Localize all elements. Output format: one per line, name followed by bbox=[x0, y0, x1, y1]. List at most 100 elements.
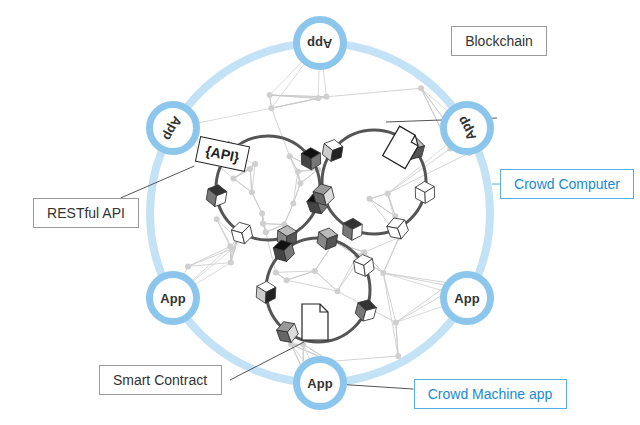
node-text: Blockchain bbox=[465, 33, 533, 49]
mesh-line bbox=[271, 108, 289, 156]
mesh-dot bbox=[230, 246, 236, 252]
mesh-dot bbox=[334, 288, 340, 294]
mesh-dot bbox=[287, 153, 293, 159]
mesh-line bbox=[250, 169, 252, 192]
mesh-dot bbox=[290, 200, 296, 206]
node-text: Crowd Machine app bbox=[428, 386, 553, 402]
block-cube bbox=[316, 226, 338, 251]
mesh-line bbox=[252, 192, 262, 213]
mesh-line bbox=[383, 273, 396, 323]
mesh-line bbox=[369, 199, 395, 216]
block-cube bbox=[354, 297, 378, 323]
mesh-line bbox=[287, 271, 315, 280]
block-cube bbox=[342, 218, 362, 241]
mesh-dot bbox=[315, 95, 321, 101]
smart-contract-document bbox=[302, 304, 328, 340]
mesh-line bbox=[315, 271, 338, 291]
mesh-dot bbox=[273, 269, 279, 275]
mesh-line bbox=[383, 273, 398, 356]
app-circle: App bbox=[293, 356, 347, 410]
callout-box: Crowd Machine app bbox=[414, 379, 567, 409]
mesh-dot bbox=[214, 216, 220, 222]
app-circle: App bbox=[440, 101, 494, 155]
mesh-line bbox=[331, 356, 399, 361]
mesh-line bbox=[326, 88, 421, 97]
callout-box: Smart Contract bbox=[99, 365, 222, 395]
mesh-line bbox=[287, 271, 315, 280]
node-text: App bbox=[307, 376, 332, 391]
node-text: App bbox=[160, 291, 185, 306]
mesh-dot bbox=[297, 180, 303, 186]
mesh-dot bbox=[230, 175, 236, 181]
block-cube bbox=[275, 318, 300, 345]
mesh-dot bbox=[284, 277, 290, 283]
mesh-line bbox=[233, 178, 251, 192]
block-cube bbox=[230, 220, 254, 246]
node-text: App bbox=[307, 36, 332, 51]
node-text: App bbox=[160, 113, 185, 142]
mesh-dot bbox=[395, 353, 401, 359]
mesh-line bbox=[263, 223, 284, 225]
mesh-line bbox=[276, 271, 315, 272]
mesh-line bbox=[252, 192, 262, 213]
leader-line bbox=[121, 166, 195, 198]
mesh-dot bbox=[260, 221, 266, 227]
mesh-dot bbox=[380, 270, 386, 276]
mesh bbox=[173, 43, 472, 383]
block-cube bbox=[272, 238, 296, 264]
mesh-line bbox=[315, 271, 338, 291]
mesh-line bbox=[383, 237, 399, 273]
mesh-dot bbox=[185, 263, 191, 269]
node-text: App bbox=[454, 291, 479, 306]
callout-box: Blockchain bbox=[451, 26, 547, 56]
app-circle: App bbox=[146, 101, 200, 155]
app-circle: App bbox=[146, 271, 200, 325]
mesh-line bbox=[263, 223, 284, 225]
node-text: Crowd Computer bbox=[514, 176, 620, 192]
block-cube bbox=[301, 147, 321, 170]
mesh-line bbox=[284, 203, 293, 224]
callout-box: Crowd Computer bbox=[500, 169, 634, 199]
mesh-dot bbox=[259, 211, 265, 217]
mesh-line bbox=[388, 193, 396, 216]
app-circle: App bbox=[440, 271, 494, 325]
mesh-dot bbox=[366, 196, 372, 202]
node-text: Smart Contract bbox=[113, 372, 207, 388]
mesh-line bbox=[293, 171, 298, 203]
mesh-dot bbox=[323, 94, 329, 100]
mesh-dot bbox=[385, 190, 391, 196]
block-cube bbox=[205, 183, 227, 208]
callout-box: RESTful API bbox=[33, 198, 139, 228]
mesh-dot bbox=[263, 229, 269, 235]
mesh-line bbox=[287, 280, 338, 291]
mesh-line bbox=[188, 249, 233, 267]
api-document: {API} bbox=[194, 136, 249, 172]
mesh-line bbox=[388, 193, 396, 216]
mesh-dot bbox=[268, 105, 274, 111]
mesh-line bbox=[300, 170, 318, 184]
mesh-dot bbox=[295, 168, 301, 174]
mesh-line bbox=[396, 322, 398, 356]
mesh-line bbox=[271, 98, 318, 108]
mesh-dot bbox=[312, 268, 318, 274]
mesh-line bbox=[284, 203, 293, 224]
mesh-dot bbox=[393, 319, 399, 325]
block-cube bbox=[353, 253, 375, 277]
app-circle: App bbox=[293, 16, 347, 70]
document-icon bbox=[383, 126, 423, 168]
node-text: {API} bbox=[204, 143, 241, 166]
mesh-dot bbox=[247, 166, 253, 172]
mesh-line bbox=[298, 170, 318, 172]
block-cube bbox=[256, 281, 276, 304]
node-text: RESTful API bbox=[47, 205, 125, 221]
block-cube bbox=[312, 182, 336, 208]
mesh-dot bbox=[418, 85, 424, 91]
leader-line bbox=[347, 385, 414, 389]
chain-ring bbox=[266, 238, 370, 342]
block-cube bbox=[322, 138, 344, 163]
node-text: App bbox=[454, 113, 479, 142]
mesh-line bbox=[250, 169, 252, 192]
mesh-line bbox=[298, 170, 318, 172]
mesh-dot bbox=[267, 92, 273, 98]
